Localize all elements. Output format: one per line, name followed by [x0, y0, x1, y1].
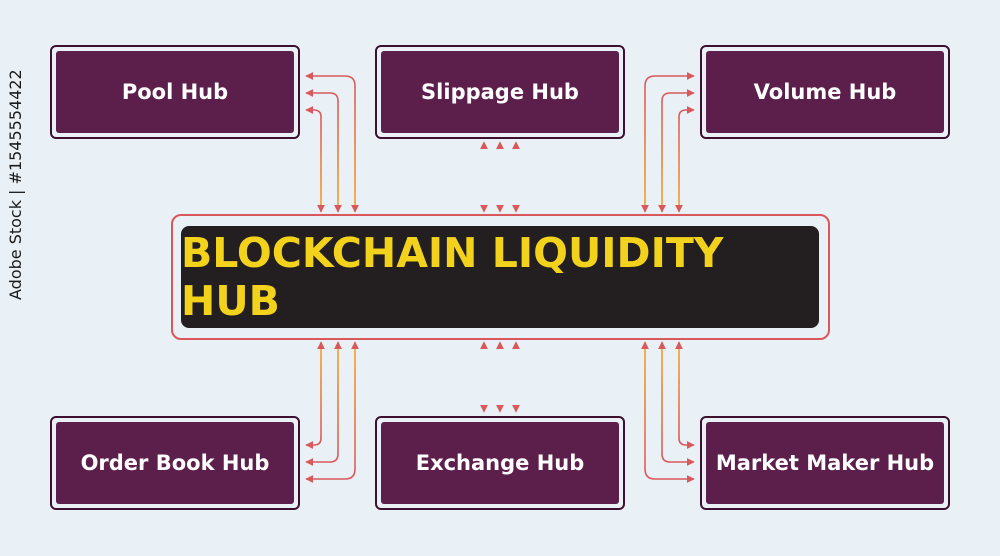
- stock-id-watermark: Adobe Stock | #1545554422: [6, 69, 25, 300]
- connector-marketmaker-2: [658, 341, 695, 466]
- hub-order-book: Order Book Hub: [50, 416, 300, 510]
- connector-volume-3: [675, 106, 695, 213]
- hub-volume: Volume Hub: [700, 45, 950, 139]
- hub-pool-label: Pool Hub: [56, 51, 294, 133]
- hub-market-maker: Market Maker Hub: [700, 416, 950, 510]
- hub-exchange: Exchange Hub: [375, 416, 625, 510]
- hub-volume-label: Volume Hub: [706, 51, 944, 133]
- connector-pool-3: [305, 106, 325, 213]
- connector-volume-2: [658, 89, 695, 213]
- connector-pool-1: [305, 72, 359, 213]
- connector-pool-2: [305, 89, 342, 213]
- connector-volume-1: [641, 72, 695, 213]
- center-hub-title: BLOCKCHAIN LIQUIDITY HUB: [181, 226, 819, 328]
- hub-slippage: Slippage Hub: [375, 45, 625, 139]
- hub-order-book-label: Order Book Hub: [56, 422, 294, 504]
- connector-orderbook-3: [305, 341, 359, 483]
- connector-marketmaker-1: [675, 341, 695, 449]
- hub-pool: Pool Hub: [50, 45, 300, 139]
- hub-exchange-label: Exchange Hub: [381, 422, 619, 504]
- connector-orderbook-2: [305, 341, 342, 466]
- connector-marketmaker-3: [641, 341, 695, 483]
- hub-market-maker-label: Market Maker Hub: [706, 422, 944, 504]
- hub-slippage-label: Slippage Hub: [381, 51, 619, 133]
- connector-orderbook-1: [305, 341, 325, 449]
